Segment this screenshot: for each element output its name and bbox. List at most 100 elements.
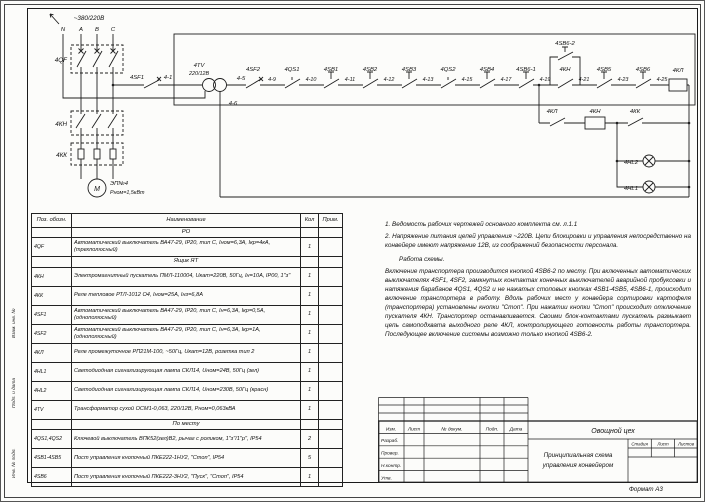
tv-label: 4TV (194, 63, 206, 69)
motor-letter: М (94, 186, 100, 193)
hl2-lamp-cross-icon (644, 156, 654, 166)
work-description: Включение транспортера производится кноп… (385, 267, 691, 339)
row-pos: 4HL2 (31, 380, 72, 401)
qf-label: 4QF (55, 57, 68, 64)
row-qty: 1 (300, 285, 319, 306)
row-qty: 1 (300, 361, 319, 382)
row-pos: 4КН (31, 266, 72, 287)
tb-sheet: Лист (656, 442, 669, 447)
chain-label-2: 4SB1 (324, 67, 338, 73)
row-pos: 4SB6 (31, 467, 72, 488)
phase-c-label: С (111, 27, 116, 33)
sf2-breaker-icon (245, 76, 264, 89)
drawing-frame (27, 8, 698, 483)
chain-wire-8: 4-21 (579, 77, 590, 83)
title-block: Изм. Лист № докум. Подп. Дата Разраб. Пр… (378, 397, 698, 483)
row-name: Светодиодная сигнализирующая лампа СКЛ14… (71, 361, 301, 382)
row-pos: 4QS1,4QS2 (31, 429, 72, 450)
hl1-lamp-icon (642, 180, 656, 194)
row-pos: 4КК (31, 285, 72, 306)
phase-a-label: А (78, 27, 83, 33)
wire-junction-dots (111, 83, 691, 189)
margin-label-vzam: Взам. инв. № (12, 308, 17, 338)
row-name: Электромагнитный пускатель ПМЛ-110004, U… (71, 266, 301, 287)
kl-contact-icon (549, 117, 566, 127)
row-pos: 4SB1-4SB5 (31, 448, 72, 469)
tb-col-izm: Изм. (386, 427, 396, 433)
chain-label-8: 4КН (559, 67, 571, 73)
row-name: Автоматический выключатель ВА47-29, IP20… (71, 323, 301, 344)
kn-dashed-box (70, 110, 124, 136)
sb6-2-label: 4SB6-2 (555, 41, 575, 47)
header-note: Прим. (318, 213, 343, 228)
component-table: Поз. обозн. Наименование Кол Прим. РО 4Q… (31, 213, 343, 488)
row-qty: 1 (300, 380, 319, 401)
row-name: Ключевой выключатель ВПК52(зел)В2, рычаг… (71, 429, 301, 450)
sf1-label: 4SF1 (130, 75, 144, 81)
tb-role-razrab: Разраб. (381, 438, 398, 444)
sb5-button-icon (596, 71, 613, 89)
tb-role-nkontr: Н.контр. (381, 463, 401, 469)
row-pos: 4HL1 (31, 361, 72, 382)
chain-wire-2: 4-11 (345, 77, 355, 83)
sb4-button-icon (479, 71, 496, 89)
transformer-primary-icon (202, 78, 216, 92)
format-label: Формат А3 (629, 486, 663, 493)
row-qty: 1 (300, 342, 319, 363)
note-2: 2. Напряжение питания цепей управления ~… (385, 233, 691, 250)
hl1-lamp-cross-icon (644, 182, 654, 192)
branch-kl-label: 4КЛ (547, 109, 559, 115)
sf1-wire-label: 4-1 (164, 75, 173, 81)
row-name: Трансформатор сухой ОСМ1-0,063, 220/12В,… (71, 399, 301, 420)
sb6-2-start-button-icon (549, 46, 581, 85)
qf-pole-b-icon (92, 48, 103, 68)
table-section-row: РО (31, 226, 343, 239)
row-qty: 1 (300, 323, 319, 344)
kl-coil-icon (668, 78, 688, 92)
table-section-row: По месту (31, 418, 343, 431)
tb-sheets: Листов (677, 442, 695, 447)
tb-doc-title-line1: Принципиальная схема (544, 452, 613, 459)
row-name: Автоматический выключатель ВА47-29, IP20… (71, 237, 301, 258)
chain-wire-3: 4-12 (384, 77, 395, 83)
chain-wire-5: 4-15 (462, 77, 474, 83)
tb-col-data: Дата (509, 427, 523, 433)
row-name: Реле промежуточное РП21М-100, ~50Гц, Uка… (71, 342, 301, 363)
chain-label-0: 4SF2 (246, 67, 261, 73)
sf1-breaker-icon (113, 76, 202, 89)
row-name: Автоматический выключатель ВА47-29, IP20… (71, 304, 301, 325)
tb-doc-title-line2: управления конвейером (542, 461, 614, 469)
row-name: Пост управления кнопочный ПКЕ222-1НУ2, "… (71, 448, 301, 469)
section-label: По месту (71, 418, 301, 431)
chain-wire-7: 4-19 (540, 77, 551, 83)
supply-label: ~380/220В (74, 15, 105, 22)
row-pos: 4КЛ (31, 342, 72, 363)
row-pos: 4SF2 (31, 323, 72, 344)
section-label: РО (71, 226, 301, 239)
hl2-label: 4HL2 (624, 160, 639, 166)
tb-col-podp: Подп. (486, 427, 499, 433)
tb-col-docnum: № докум. (441, 427, 462, 433)
sb6-1-button-icon (518, 71, 535, 89)
motor-power-label: Рном=1,5кВт (110, 190, 145, 196)
chain-label-7: 4SB6-1 (516, 67, 536, 73)
sb3-button-icon (401, 71, 418, 89)
chain-wire-10: 4-25 (657, 77, 669, 83)
chain-wire-9: 4-23 (618, 77, 629, 83)
row-qty: 1 (300, 467, 319, 488)
title-block-rows (378, 433, 528, 471)
header-name: Наименование (71, 213, 301, 228)
sb1-button-icon (323, 71, 340, 89)
revision-grid (378, 397, 529, 421)
row-qty: 1 (300, 304, 319, 325)
tb-role-prover: Провер. (381, 451, 399, 457)
qf-dashed-box (70, 44, 124, 74)
neutral-wire (62, 34, 206, 99)
chain-label-4: 4SB3 (402, 67, 417, 73)
